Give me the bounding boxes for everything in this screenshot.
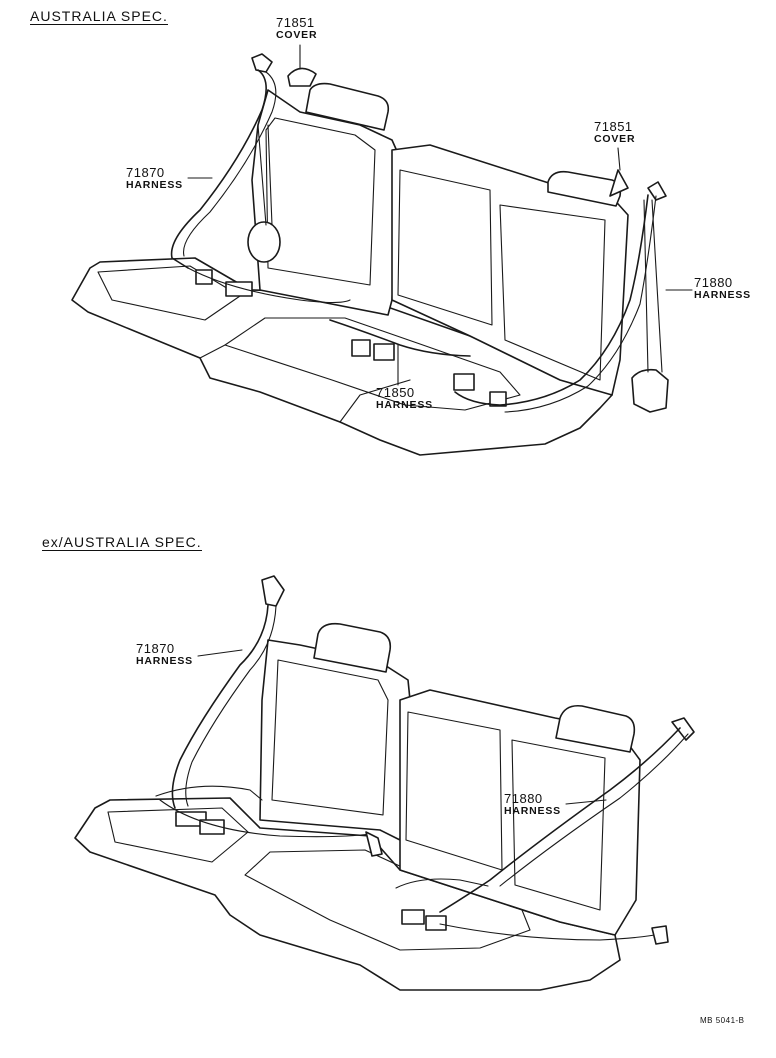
bottom-headrest-left bbox=[313, 622, 392, 673]
bottom-anchor-71870 bbox=[261, 575, 285, 607]
part-number: 71880 bbox=[694, 275, 733, 290]
bottom-anchor-71880 bbox=[671, 717, 695, 741]
top-retractor-left bbox=[247, 221, 281, 263]
top-anchor-71870 bbox=[251, 53, 273, 73]
top-headrest-right bbox=[547, 170, 622, 207]
callout-71851-cover-left: 71851 COVER bbox=[276, 16, 317, 41]
top-cushion-left-pad bbox=[97, 265, 241, 321]
top-seat-assembly bbox=[71, 44, 693, 456]
top-anchor-71880 bbox=[647, 181, 667, 201]
section-title-ex-australia: ex/AUSTRALIA SPEC. bbox=[42, 534, 202, 551]
bottom-buckle-5 bbox=[425, 915, 447, 931]
top-buckle-4 bbox=[373, 343, 395, 361]
top-buckle-3 bbox=[351, 339, 371, 357]
part-name: HARNESS bbox=[126, 179, 183, 191]
part-name: HARNESS bbox=[504, 805, 561, 817]
top-buckle-5 bbox=[453, 373, 475, 391]
bottom-seatback-left bbox=[259, 639, 411, 841]
top-cushion-front-edge bbox=[199, 344, 411, 423]
bottom-seatback-left-panel bbox=[271, 659, 389, 816]
top-seatback-left-panel bbox=[265, 117, 376, 286]
top-seatback-right bbox=[391, 144, 629, 396]
top-seatback-right-panel-a bbox=[397, 169, 493, 326]
top-seatback-right-panel-b bbox=[499, 204, 606, 381]
top-cover-71851-left bbox=[287, 67, 317, 87]
part-number: 71880 bbox=[504, 791, 543, 806]
part-number: 71870 bbox=[136, 641, 175, 656]
callout-71851-cover-right: 71851 COVER bbox=[594, 120, 635, 145]
part-name: HARNESS bbox=[136, 655, 193, 667]
top-headrest-left bbox=[305, 82, 390, 131]
bottom-cushion-left-pad bbox=[107, 807, 249, 863]
top-cover-71851-right bbox=[609, 169, 629, 197]
callout-71880-harness-top: 71880 HARNESS bbox=[694, 276, 751, 301]
part-number: 71851 bbox=[276, 15, 315, 30]
callout-71870-harness-bottom: 71870 HARNESS bbox=[136, 642, 193, 667]
part-name: COVER bbox=[276, 29, 318, 41]
callout-71870-harness-top: 71870 HARNESS bbox=[126, 166, 183, 191]
bottom-buckle-1 bbox=[175, 811, 207, 827]
callout-71880-harness-bottom: 71880 HARNESS bbox=[504, 792, 561, 817]
bottom-seat-cushion bbox=[74, 797, 621, 991]
part-number: 71870 bbox=[126, 165, 165, 180]
top-buckle-2 bbox=[195, 269, 213, 285]
bottom-buckle-3 bbox=[365, 831, 383, 857]
part-name: HARNESS bbox=[694, 289, 751, 301]
top-belt-71850 bbox=[329, 319, 471, 357]
part-name: HARNESS bbox=[376, 399, 433, 411]
bottom-cushion-right-pad bbox=[244, 849, 531, 951]
section-title-australia: AUSTRALIA SPEC. bbox=[30, 8, 168, 25]
bottom-seatback-right-panel-b bbox=[511, 739, 606, 911]
part-number: 71851 bbox=[594, 119, 633, 134]
bottom-seat-assembly bbox=[74, 575, 695, 991]
top-buckle-6 bbox=[489, 391, 507, 407]
top-belt-71880 bbox=[454, 194, 649, 406]
bottom-anchor-lap bbox=[651, 925, 669, 945]
top-buckle-1 bbox=[225, 281, 253, 297]
top-belt-71870 bbox=[170, 69, 267, 269]
part-number: 71850 bbox=[376, 385, 415, 400]
callout-71850-harness: 71850 HARNESS bbox=[376, 386, 433, 411]
drawing-code: MB 5041-B bbox=[700, 1016, 745, 1025]
bottom-buckle-2 bbox=[199, 819, 225, 835]
bottom-belt-71880 bbox=[439, 727, 681, 913]
bottom-headrest-right bbox=[555, 704, 636, 753]
bottom-buckle-4 bbox=[401, 909, 425, 925]
bottom-belt-71870 bbox=[171, 604, 269, 809]
top-retractor-right bbox=[631, 368, 669, 413]
part-name: COVER bbox=[594, 133, 636, 145]
bottom-seatback-right bbox=[399, 689, 641, 936]
